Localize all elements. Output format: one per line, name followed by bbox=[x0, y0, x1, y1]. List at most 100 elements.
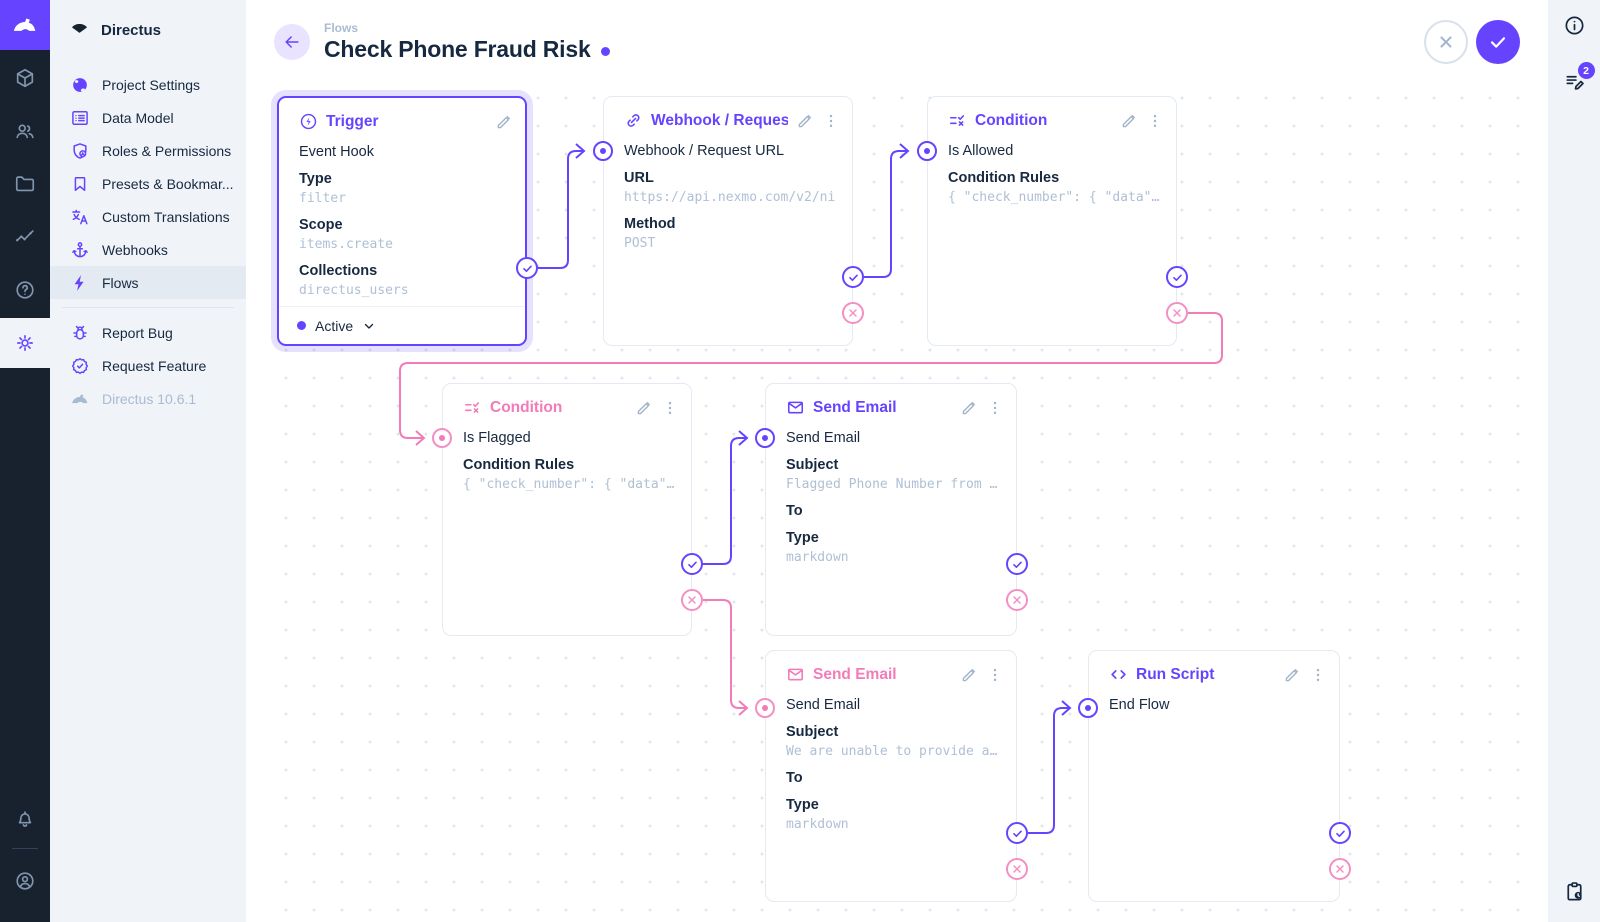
sidebar-item-webhooks[interactable]: Webhooks bbox=[50, 233, 246, 266]
trigger-name: Event Hook bbox=[299, 144, 374, 160]
flow-node-condition-flagged[interactable]: Condition Is Flagged Condition Rules { "… bbox=[442, 383, 692, 636]
flow-status-toggle[interactable]: Active bbox=[279, 306, 525, 344]
field-label: Scope bbox=[299, 217, 343, 233]
webhook-resolve-handle[interactable] bbox=[842, 266, 864, 288]
edit-icon[interactable] bbox=[960, 666, 978, 684]
main-content: Flows Check Phone Fraud Risk bbox=[246, 0, 1548, 922]
module-insights[interactable] bbox=[0, 212, 50, 262]
notices-button[interactable]: 2 bbox=[1563, 62, 1595, 98]
status-dot bbox=[297, 321, 306, 330]
trigger-resolve-handle[interactable] bbox=[516, 257, 538, 279]
version-label: Directus 10.6.1 bbox=[102, 390, 197, 407]
edge-trigger-to-webhook bbox=[538, 143, 586, 269]
project-header[interactable]: Directus bbox=[50, 0, 246, 60]
flow-node-send-email-unable[interactable]: Send Email Send Email Subject We are una… bbox=[765, 650, 1017, 902]
node-title: Trigger bbox=[326, 112, 379, 130]
save-button[interactable] bbox=[1476, 20, 1520, 64]
sidebar-item-report-bug[interactable]: Report Bug bbox=[50, 316, 246, 349]
sidebar-divider bbox=[62, 307, 234, 308]
sidebar-item-label: Request Feature bbox=[102, 357, 207, 374]
module-user-directory[interactable] bbox=[0, 106, 50, 156]
clipboard-clock-icon bbox=[1566, 882, 1582, 901]
translate-icon bbox=[70, 207, 90, 227]
breadcrumb[interactable]: Flows bbox=[324, 21, 359, 35]
sidebar-item-label: Flows bbox=[102, 274, 139, 291]
edge-webhook-to-condition bbox=[864, 143, 910, 278]
condition-flagged-reject-handle[interactable] bbox=[681, 589, 703, 611]
mail-icon bbox=[786, 665, 805, 684]
back-button[interactable] bbox=[274, 24, 310, 60]
condition-allowed-reject-handle[interactable] bbox=[1166, 302, 1188, 324]
kebab-menu-icon[interactable] bbox=[986, 666, 1004, 684]
revisions-button[interactable] bbox=[1563, 880, 1586, 908]
sidebar-item-data-model[interactable]: Data Model bbox=[50, 101, 246, 134]
edit-icon[interactable] bbox=[635, 399, 653, 417]
kebab-menu-icon[interactable] bbox=[1309, 666, 1327, 684]
module-file-library[interactable] bbox=[0, 159, 50, 209]
send-email-unable-resolve-handle[interactable] bbox=[1006, 822, 1028, 844]
sidebar-item-presets-bookmarks[interactable]: Presets & Bookmar... bbox=[50, 167, 246, 200]
field-label: Subject bbox=[786, 724, 839, 740]
kebab-menu-icon[interactable] bbox=[1146, 112, 1164, 130]
cube-icon bbox=[16, 68, 34, 88]
edit-icon[interactable] bbox=[495, 113, 513, 131]
help-icon bbox=[16, 281, 34, 299]
webhook-input-handle[interactable] bbox=[593, 141, 613, 161]
send-email-flagged-resolve-handle[interactable] bbox=[1006, 553, 1028, 575]
project-logo-icon bbox=[71, 23, 88, 33]
field-label: Type bbox=[786, 797, 819, 813]
flow-node-condition-allowed[interactable]: Condition Is Allowed Condition Rules { "… bbox=[927, 96, 1177, 346]
condition-allowed-resolve-handle[interactable] bbox=[1166, 266, 1188, 288]
kebab-menu-icon[interactable] bbox=[661, 399, 679, 417]
directus-logo[interactable] bbox=[0, 0, 50, 50]
send-email-unable-input-handle[interactable] bbox=[755, 698, 775, 718]
module-content[interactable] bbox=[0, 53, 50, 103]
edit-icon[interactable] bbox=[1283, 666, 1301, 684]
shield-icon bbox=[70, 141, 90, 161]
webhook-reject-handle[interactable] bbox=[842, 302, 864, 324]
edit-icon[interactable] bbox=[960, 399, 978, 417]
page-header: Flows Check Phone Fraud Risk bbox=[246, 0, 1548, 84]
field-label: Type bbox=[299, 171, 332, 187]
send-email-unable-reject-handle[interactable] bbox=[1006, 858, 1028, 880]
module-docs[interactable] bbox=[0, 265, 50, 315]
chevron-down-icon bbox=[362, 319, 376, 333]
kebab-menu-icon[interactable] bbox=[986, 399, 1004, 417]
run-script-resolve-handle[interactable] bbox=[1329, 822, 1351, 844]
sidebar-item-custom-translations[interactable]: Custom Translations bbox=[50, 200, 246, 233]
sidebar-item-flows[interactable]: Flows bbox=[50, 266, 246, 299]
send-email-flagged-input-handle[interactable] bbox=[755, 428, 775, 448]
edit-icon[interactable] bbox=[796, 112, 814, 130]
flow-canvas[interactable]: Trigger Event Hook Type filter Scope ite… bbox=[246, 84, 1548, 922]
flow-node-run-script[interactable]: Run Script End Flow bbox=[1088, 650, 1340, 902]
sidebar-item-project-settings[interactable]: Project Settings bbox=[50, 68, 246, 101]
flow-node-trigger[interactable]: Trigger Event Hook Type filter Scope ite… bbox=[277, 96, 527, 346]
run-script-input-handle[interactable] bbox=[1078, 698, 1098, 718]
module-settings[interactable] bbox=[0, 318, 50, 368]
condition-flagged-resolve-handle[interactable] bbox=[681, 553, 703, 575]
bug-icon bbox=[70, 323, 90, 343]
condition-allowed-input-handle[interactable] bbox=[917, 141, 937, 161]
sidebar-item-request-feature[interactable]: Request Feature bbox=[50, 349, 246, 382]
cancel-button[interactable] bbox=[1424, 20, 1468, 64]
edit-icon[interactable] bbox=[1120, 112, 1138, 130]
unsaved-changes-dot bbox=[600, 46, 610, 56]
close-icon bbox=[1440, 36, 1452, 48]
mail-icon bbox=[786, 398, 805, 417]
navigation-sidebar: Directus Project Settings Data Model bbox=[50, 0, 246, 922]
condition-flagged-input-handle[interactable] bbox=[432, 428, 452, 448]
notifications-button[interactable] bbox=[0, 794, 50, 844]
flow-node-webhook[interactable]: Webhook / Request URL Webhook / Request … bbox=[603, 96, 853, 346]
user-menu-button[interactable] bbox=[0, 856, 50, 906]
edge-condition-flagged-to-send-email bbox=[703, 430, 749, 565]
send-email-flagged-reject-handle[interactable] bbox=[1006, 589, 1028, 611]
account-circle-icon bbox=[16, 872, 34, 890]
information-button[interactable] bbox=[1563, 14, 1586, 42]
list-alt-icon bbox=[70, 108, 90, 128]
operation-name: Webhook / Request URL bbox=[624, 143, 785, 159]
sidebar-item-roles-permissions[interactable]: Roles & Permissions bbox=[50, 134, 246, 167]
flow-node-send-email-flagged[interactable]: Send Email Send Email Subject Flagged Ph… bbox=[765, 383, 1017, 636]
kebab-menu-icon[interactable] bbox=[822, 112, 840, 130]
folder-icon bbox=[15, 176, 35, 192]
run-script-reject-handle[interactable] bbox=[1329, 858, 1351, 880]
